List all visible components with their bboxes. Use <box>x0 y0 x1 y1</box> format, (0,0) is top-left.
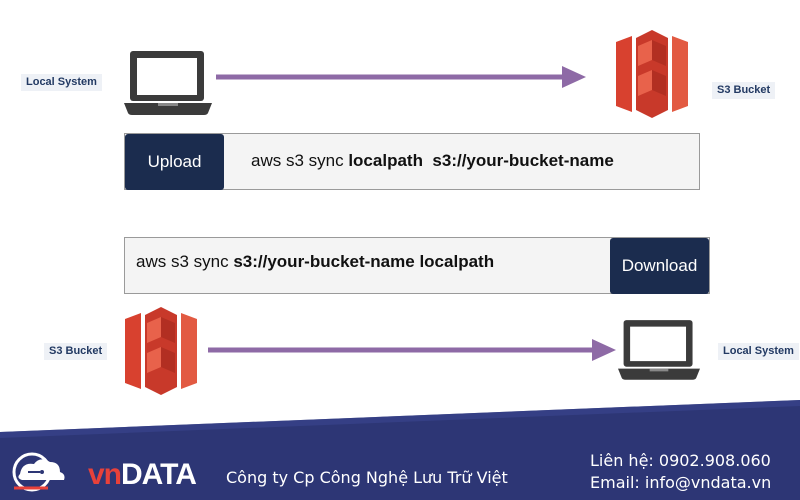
local-system-label: Local System <box>21 74 102 91</box>
download-arrow <box>208 339 616 361</box>
s3-bucket-label: S3 Bucket <box>712 82 776 99</box>
command-arg-localpath: localpath <box>348 151 423 170</box>
s3-bucket-icon <box>125 307 197 395</box>
company-name: Công ty Cp Công Nghệ Lưu Trữ Việt <box>226 468 508 487</box>
upload-command-text: aws s3 sync localpath s3://your-bucket-n… <box>251 151 614 171</box>
vndata-cloud-logo-icon <box>12 452 65 492</box>
download-command-text: aws s3 sync s3://your-bucket-name localp… <box>136 252 494 272</box>
logo-prefix: vn <box>88 458 122 491</box>
laptop-icon <box>124 51 212 115</box>
contact-email: Email: info@vndata.vn <box>590 473 772 492</box>
command-arg-bucket: s3://your-bucket-name <box>233 252 415 271</box>
upload-arrow <box>216 66 586 88</box>
command-prefix: aws s3 sync <box>136 252 229 271</box>
vndata-logo-text: vnDATA <box>88 458 197 492</box>
command-arg-bucket: s3://your-bucket-name <box>432 151 614 170</box>
upload-button[interactable]: Upload <box>125 134 224 190</box>
command-prefix: aws s3 sync <box>251 151 344 170</box>
footer-banner <box>0 400 800 500</box>
s3-bucket-label: S3 Bucket <box>44 343 108 360</box>
laptop-icon <box>618 320 700 380</box>
download-button[interactable]: Download <box>610 238 709 294</box>
logo-brand: DATA <box>121 458 197 491</box>
local-system-label: Local System <box>718 343 799 360</box>
contact-phone: Liên hệ: 0902.908.060 <box>590 451 771 470</box>
command-arg-localpath: localpath <box>419 252 495 271</box>
s3-bucket-icon <box>616 30 688 118</box>
